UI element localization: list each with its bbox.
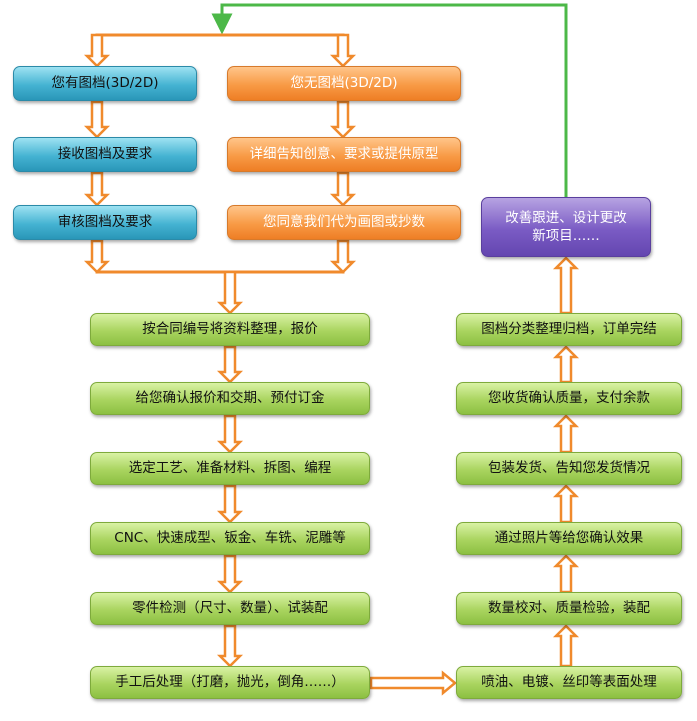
select-process-label: 选定工艺、准备材料、拆图、编程 xyxy=(128,460,332,477)
archive-label: 图档分类整理归档，订单完结 xyxy=(481,321,657,338)
describe-idea-box: 详细告知创意、要求或提供原型 xyxy=(227,137,461,172)
cnc-label: CNC、快速成型、钣金、车铣、泥雕等 xyxy=(114,530,346,547)
arrow-split-right xyxy=(329,33,357,68)
archive-box: 图档分类整理归档，订单完结 xyxy=(456,313,682,346)
select-process-box: 选定工艺、准备材料、拆图、编程 xyxy=(90,452,370,485)
surface-treatment-label: 喷油、电镀、丝印等表面处理 xyxy=(481,674,657,691)
arrow-main-1 xyxy=(216,345,244,384)
photo-confirm-box: 通过照片等给您确认效果 xyxy=(456,522,682,555)
have-drawings-box: 您有图档(3D/2D) xyxy=(13,66,197,101)
arrow-up-5 xyxy=(552,345,580,384)
arrow-right-3 xyxy=(329,239,357,274)
cnc-box: CNC、快速成型、钣金、车铣、泥雕等 xyxy=(90,522,370,555)
receive-pay-box: 您收货确认质量，支付余款 xyxy=(456,382,682,415)
inspect-parts-box: 零件检测（尺寸、数量）、试装配 xyxy=(90,592,370,625)
arrow-up-6 xyxy=(552,256,580,315)
arrow-main-2 xyxy=(216,414,244,454)
arrow-to-surface xyxy=(369,670,457,696)
feedback-loop-arrow xyxy=(211,3,568,197)
agree-drawing-label: 您同意我们代为画图或抄数 xyxy=(263,214,425,231)
qty-check-box: 数量校对、质量检验，装配 xyxy=(456,592,682,625)
no-drawings-box: 您无图档(3D/2D) xyxy=(227,66,461,101)
pack-ship-label: 包装发货、告知您发货情况 xyxy=(488,460,650,477)
pack-ship-box: 包装发货、告知您发货情况 xyxy=(456,452,682,485)
contract-quote-box: 按合同编号将资料整理，报价 xyxy=(90,313,370,346)
manual-post-label: 手工后处理（打磨，抛光，倒角……） xyxy=(115,674,345,691)
review-drawings-label: 审核图档及要求 xyxy=(57,214,153,231)
arrow-right-2 xyxy=(329,171,357,207)
inspect-parts-label: 零件检测（尺寸、数量）、试装配 xyxy=(132,600,328,617)
surface-treatment-box: 喷油、电镀、丝印等表面处理 xyxy=(456,666,682,699)
arrow-up-4 xyxy=(552,414,580,454)
arrow-left-2 xyxy=(83,171,111,207)
arrow-main-3 xyxy=(216,484,244,524)
receive-drawings-box: 接收图档及要求 xyxy=(13,137,197,172)
manual-post-box: 手工后处理（打磨，抛光，倒角……） xyxy=(90,666,370,699)
have-drawings-label: 您有图档(3D/2D) xyxy=(51,75,159,92)
arrow-up-3 xyxy=(552,484,580,524)
improve-box: 改善跟进、设计更改 新项目…… xyxy=(481,197,651,257)
arrow-left-3 xyxy=(83,239,111,274)
arrow-up-2 xyxy=(552,554,580,594)
contract-quote-label: 按合同编号将资料整理，报价 xyxy=(142,321,318,338)
photo-confirm-label: 通过照片等给您确认效果 xyxy=(494,530,644,547)
split-bracket xyxy=(95,33,345,56)
receive-drawings-label: 接收图档及要求 xyxy=(57,146,153,163)
improve-line1: 改善跟进、设计更改 xyxy=(505,209,627,226)
no-drawings-label: 您无图档(3D/2D) xyxy=(290,75,398,92)
arrow-up-1 xyxy=(552,624,580,668)
arrow-split-left xyxy=(83,33,111,68)
arrow-main-5 xyxy=(216,624,244,668)
agree-drawing-box: 您同意我们代为画图或抄数 xyxy=(227,205,461,240)
merge-bracket xyxy=(95,245,345,274)
receive-pay-label: 您收货确认质量，支付余款 xyxy=(488,390,650,407)
arrow-left-1 xyxy=(83,100,111,139)
arrow-right-1 xyxy=(329,100,357,139)
improve-line2: 新项目…… xyxy=(532,228,600,244)
describe-idea-label: 详细告知创意、要求或提供原型 xyxy=(249,146,439,163)
qty-check-label: 数量校对、质量检验，装配 xyxy=(488,600,650,617)
confirm-quote-label: 给您确认报价和交期、预付订金 xyxy=(135,390,325,407)
arrow-merge xyxy=(216,270,244,315)
review-drawings-box: 审核图档及要求 xyxy=(13,205,197,240)
arrow-main-4 xyxy=(216,554,244,594)
confirm-quote-box: 给您确认报价和交期、预付订金 xyxy=(90,382,370,415)
